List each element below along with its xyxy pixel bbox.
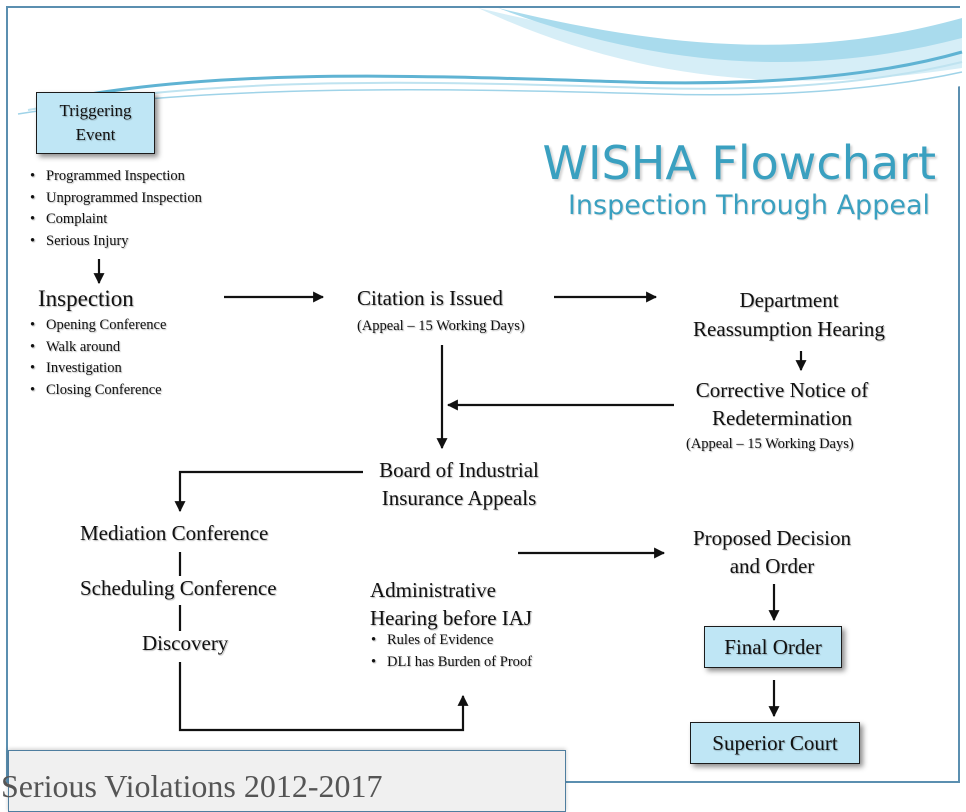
corrective-notice-label: Corrective Notice of Redetermination xyxy=(674,376,890,432)
arrow-board-to-mediation xyxy=(174,470,363,513)
discovery-label: Discovery xyxy=(142,631,229,655)
hearing-line2: Hearing before IAJ xyxy=(370,606,533,630)
trigger-item: Unprogrammed Inspection xyxy=(26,188,202,210)
mediation-conference-label: Mediation Conference xyxy=(80,521,269,545)
reassumption-line1: Department xyxy=(739,288,839,312)
trigger-list: Programmed Inspection Unprogrammed Inspe… xyxy=(26,166,202,252)
inspection-item: Walk around xyxy=(26,337,166,359)
flow-arrows xyxy=(93,259,807,732)
inspection-item: Closing Conference xyxy=(26,380,166,402)
scheduling-conference-label: Scheduling Conference xyxy=(80,576,277,600)
inspection-list: Opening Conference Walk around Investiga… xyxy=(26,315,166,401)
corrective-line1: Corrective Notice of xyxy=(695,378,869,402)
board-line2: Insurance Appeals xyxy=(381,486,537,510)
board-line1: Board of Industrial xyxy=(379,458,539,482)
hearing-line1: Administrative xyxy=(370,578,496,602)
proposed-decision-label: Proposed Decision and Order xyxy=(676,524,868,580)
board-label: Board of Industrial Insurance Appeals xyxy=(365,456,553,512)
corrective-line2: Redetermination xyxy=(712,406,852,430)
trigger-item: Serious Injury xyxy=(26,231,202,253)
slide-subtitle: Inspection Through Appeal xyxy=(567,190,930,221)
inspection-item: Investigation xyxy=(26,358,166,380)
inspection-heading: Inspection xyxy=(38,286,134,311)
corrective-note: (Appeal – 15 Working Days) xyxy=(686,436,854,452)
triggering-event-box: Triggering Event xyxy=(36,92,155,154)
inspection-item: Opening Conference xyxy=(26,315,166,337)
overlay-panel: Serious Violations 2012-2017 xyxy=(1,750,566,812)
citation-note: (Appeal – 15 Working Days) xyxy=(357,318,525,334)
hearing-label: Administrative Hearing before IAJ xyxy=(370,576,532,632)
slide: WISHA Flowchart Inspection Through Appea… xyxy=(1,6,963,812)
proposed-line1: Proposed Decision xyxy=(692,526,852,550)
triggering-event-line2: Event xyxy=(75,125,116,144)
overlay-title: Serious Violations 2012-2017 xyxy=(1,768,383,804)
hearing-item: Rules of Evidence xyxy=(367,630,532,652)
reassumption-line2: Reassumption Hearing xyxy=(693,317,885,341)
header-swoosh xyxy=(8,8,963,115)
superior-court-box: Superior Court xyxy=(690,722,860,764)
trigger-item: Complaint xyxy=(26,209,202,231)
triggering-event-line1: Triggering xyxy=(59,101,132,120)
trigger-item: Programmed Inspection xyxy=(26,166,202,188)
slide-title: WISHA Flowchart xyxy=(542,136,936,190)
hearing-list: Rules of Evidence DLI has Burden of Proo… xyxy=(367,630,532,673)
proposed-line2: and Order xyxy=(729,554,815,578)
arrow-discovery-to-hearing xyxy=(178,662,469,732)
reassumption-label: Department Reassumption Hearing xyxy=(669,286,909,344)
final-order-box: Final Order xyxy=(704,626,842,668)
hearing-item: DLI has Burden of Proof xyxy=(367,652,532,674)
citation-label: Citation is Issued xyxy=(357,286,503,310)
